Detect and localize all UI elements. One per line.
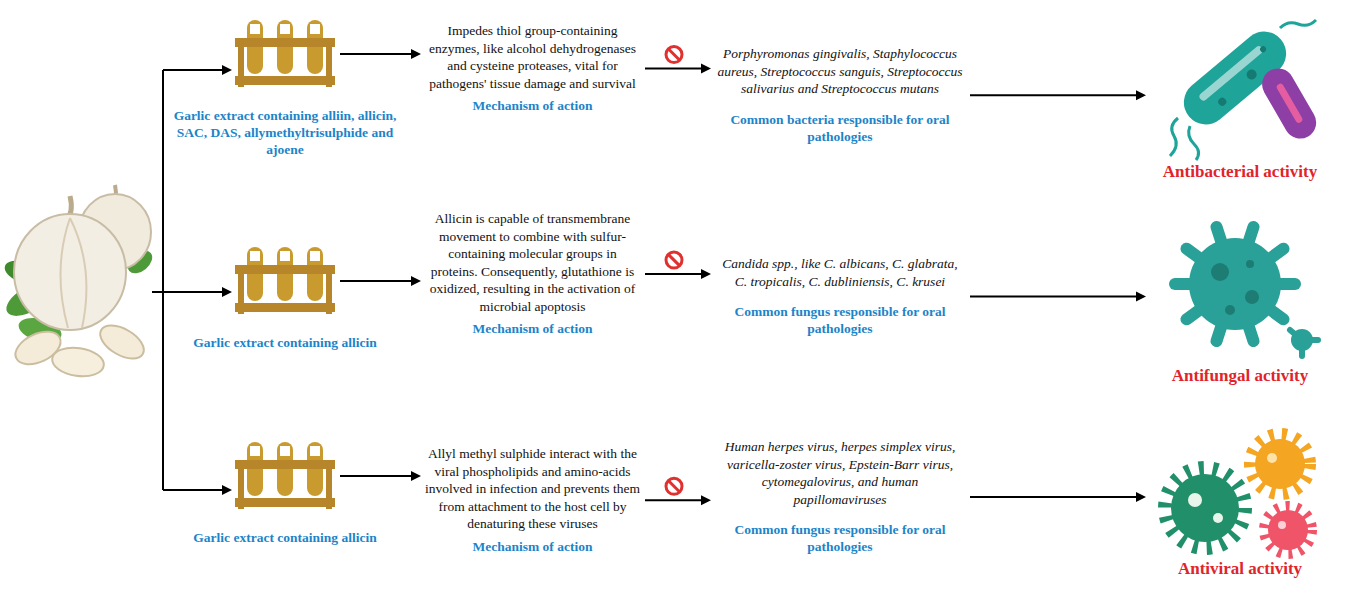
pathogen-list: Human herpes virus, herpes simplex virus… — [715, 438, 965, 508]
activity-label: Antiviral activity — [1178, 559, 1302, 579]
garlic-illustration — [1, 185, 156, 379]
bacteria-illustration — [1170, 20, 1322, 160]
activity-node: Antiviral activity — [1150, 430, 1330, 555]
arrowhead — [411, 471, 421, 481]
test-tube-icon — [235, 442, 335, 509]
arrowhead — [411, 49, 421, 59]
arrowhead — [411, 276, 421, 286]
test-tube-icon — [235, 20, 335, 87]
extract-label: Garlic extract containing allicin — [173, 335, 398, 352]
arrow-connector — [340, 49, 421, 59]
activity-label: Antifungal activity — [1172, 366, 1308, 386]
category-label: Common fungus responsible for oral patho… — [715, 522, 965, 556]
arrowhead — [1136, 492, 1146, 502]
fungus-illustration — [1175, 227, 1318, 356]
extract-label: Garlic extract containing allicin — [173, 530, 398, 547]
mechanism-node: Allicin is capable of transmembrane move… — [425, 210, 640, 338]
arrow-connector — [340, 471, 421, 481]
section-label: Mechanism of action — [425, 98, 640, 115]
virus-illustration — [1165, 434, 1312, 554]
extract-label: Garlic extract containing alliin, allici… — [173, 108, 398, 159]
activity-node: Antibacterial activity — [1150, 8, 1330, 158]
pathogen-list: Porphyromonas gingivalis, Staphylococcus… — [715, 45, 965, 98]
pathogen-group: Candida spp., like C. albicans, C. glabr… — [715, 255, 965, 338]
pathogen-group: Human herpes virus, herpes simplex virus… — [715, 438, 965, 556]
arrowhead — [701, 269, 711, 279]
section-label: Mechanism of action — [425, 539, 640, 556]
prohibition-sign — [666, 47, 682, 63]
category-label: Common bacteria responsible for oral pat… — [715, 112, 965, 146]
section-label: Mechanism of action — [425, 321, 640, 338]
arrow-connector — [645, 252, 711, 279]
prohibition-sign — [666, 252, 682, 268]
mechanism-text: Allicin is capable of transmembrane move… — [425, 210, 640, 315]
arrow-connector — [340, 276, 421, 286]
arrowhead — [701, 64, 711, 74]
mechanism-node: Allyl methyl sulphide interact with the … — [425, 445, 640, 556]
category-label: Common fungus responsible for oral patho… — [715, 304, 965, 338]
prohibition-sign — [666, 478, 682, 494]
extract-icon-node: Garlic extract containing allicin — [235, 440, 335, 512]
arrow-connector — [970, 90, 1146, 100]
activity-node: Antifungal activity — [1150, 212, 1330, 362]
arrowhead — [1136, 291, 1146, 301]
activity-label: Antibacterial activity — [1163, 162, 1317, 182]
arrowhead — [1136, 90, 1146, 100]
pathogen-group: Porphyromonas gingivalis, Staphylococcus… — [715, 45, 965, 145]
arrowhead — [701, 495, 711, 505]
mechanism-node: Impedes thiol group-containing enzymes, … — [425, 22, 640, 115]
arrow-connector — [645, 478, 711, 505]
test-tube-icon — [235, 247, 335, 314]
mechanism-text: Allyl methyl sulphide interact with the … — [425, 445, 640, 533]
arrow-connector — [645, 47, 711, 74]
extract-icon-node: Garlic extract containing alliin, allici… — [235, 18, 335, 90]
mechanism-text: Impedes thiol group-containing enzymes, … — [425, 22, 640, 92]
arrow-connector — [970, 291, 1146, 301]
pathogen-list: Candida spp., like C. albicans, C. glabr… — [715, 255, 965, 290]
arrow-connector — [970, 492, 1146, 502]
extract-icon-node: Garlic extract containing allicin — [235, 245, 335, 317]
